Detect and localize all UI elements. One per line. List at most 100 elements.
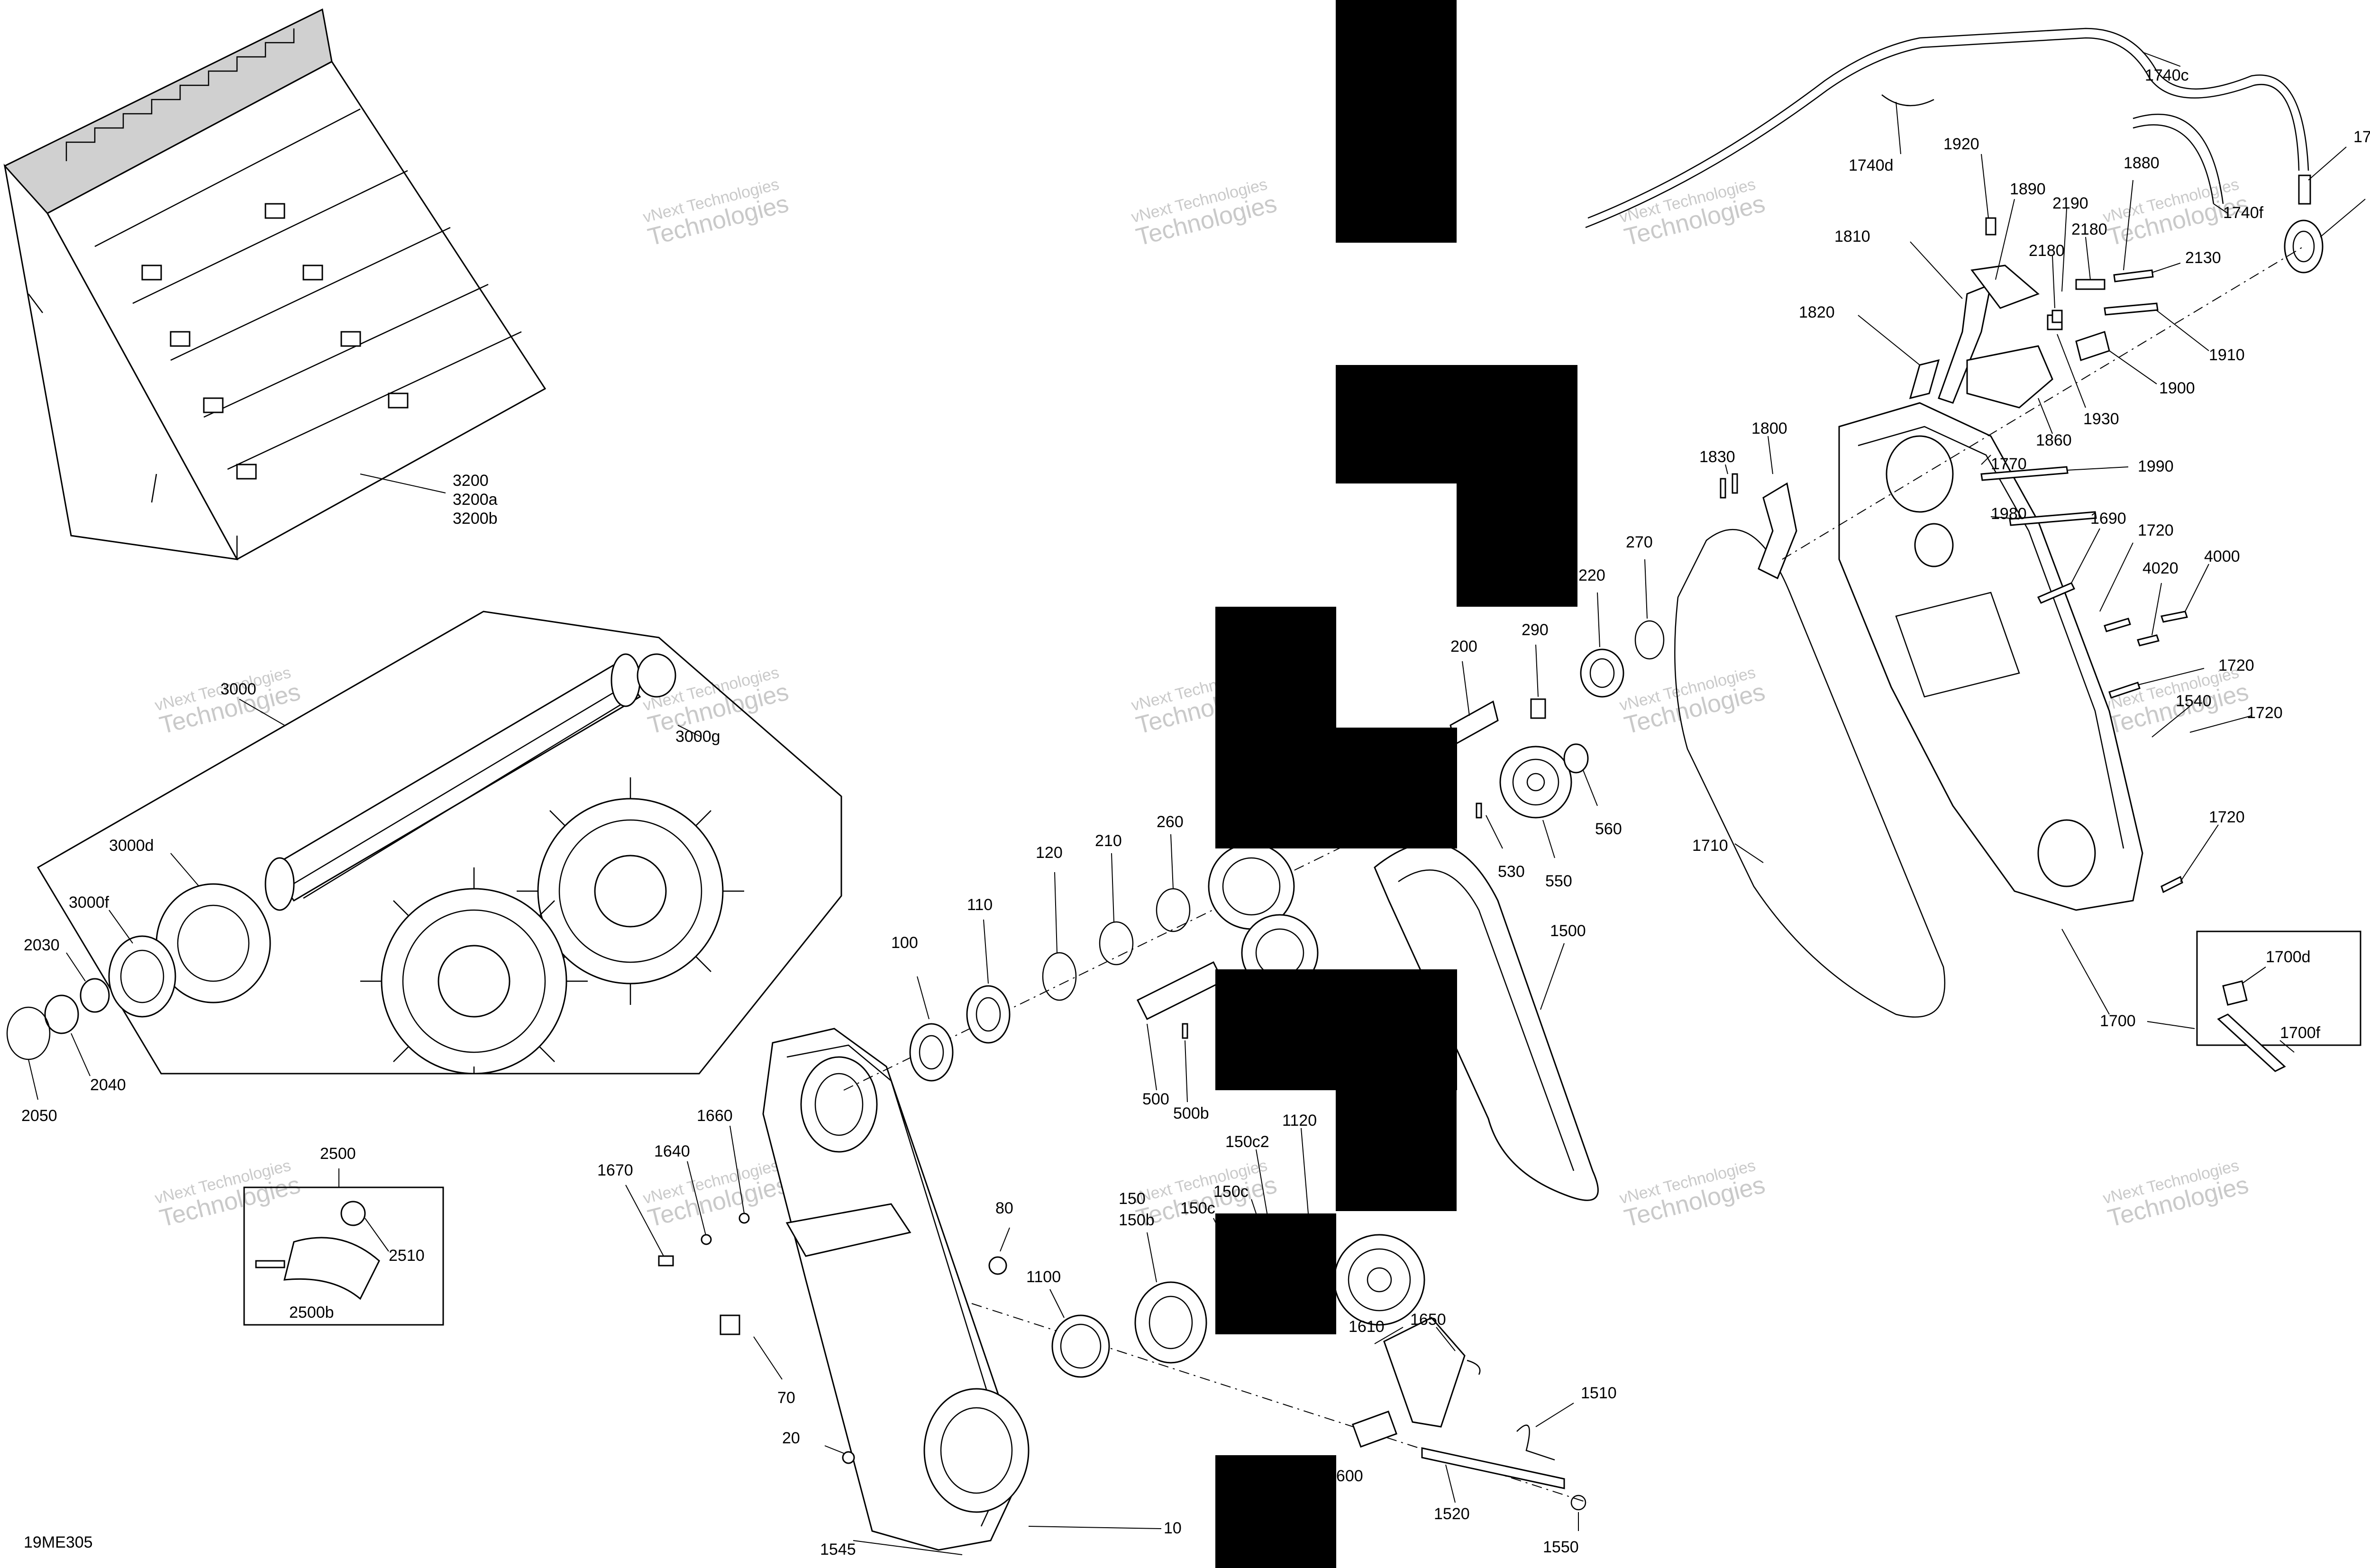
callout-20: 20 bbox=[782, 1429, 800, 1447]
callout-2180a: 2180 bbox=[2071, 220, 2107, 238]
fork-1800 bbox=[1758, 482, 1797, 580]
key-530 bbox=[1476, 802, 1482, 819]
bolt-2130 bbox=[2113, 269, 2154, 283]
kit-2510-nut bbox=[340, 1201, 366, 1226]
bearing-110 bbox=[966, 985, 1011, 1044]
shaft-200 bbox=[1449, 700, 1499, 746]
callout-1100: 1100 bbox=[1026, 1268, 1061, 1286]
callout-2190: 2190 bbox=[2052, 194, 2088, 212]
upper-sprocket-550 bbox=[1499, 746, 1572, 819]
callout-200: 200 bbox=[1450, 638, 1477, 656]
screw-1910 bbox=[2104, 302, 2159, 316]
callout-500b: 500b bbox=[1173, 1104, 1209, 1122]
bolt-20 bbox=[842, 1451, 855, 1464]
callout-560: 560 bbox=[1595, 820, 1622, 838]
fitting-1700d bbox=[2222, 980, 2248, 1006]
callout-3200a: 3200a bbox=[453, 491, 498, 509]
callout-1700f: 1700f bbox=[2280, 1024, 2321, 1042]
housing-upper-bore bbox=[800, 1056, 878, 1153]
callout-1720b: 1720 bbox=[2218, 656, 2254, 675]
screw-1670 bbox=[658, 1255, 674, 1267]
callout-70: 70 bbox=[777, 1389, 795, 1407]
axle-lock-nut bbox=[44, 994, 79, 1034]
callout-290: 290 bbox=[1522, 621, 1549, 639]
callout-3000f: 3000f bbox=[69, 893, 109, 912]
hose-1740c bbox=[1587, 27, 2309, 219]
circlip-270 bbox=[1634, 620, 1665, 660]
callout-3000: 3000 bbox=[220, 680, 256, 698]
callout-220: 220 bbox=[1578, 566, 1605, 584]
callout-4000: 4000 bbox=[2204, 547, 2240, 565]
sprocket-lower bbox=[1333, 1234, 1425, 1326]
callout-1740b: 1740b bbox=[2353, 128, 2370, 146]
washer-560 bbox=[1563, 743, 1589, 774]
chaincase-outer-cover-1700 bbox=[1838, 402, 2143, 911]
clip-1650 bbox=[1467, 1359, 1481, 1375]
callout-3200: 3200 bbox=[453, 472, 489, 490]
callout-2030: 2030 bbox=[24, 936, 60, 954]
ring-1550 bbox=[1570, 1495, 1586, 1511]
callout-1990: 1990 bbox=[2138, 457, 2174, 475]
callout-1800: 1800 bbox=[1751, 419, 1787, 438]
shift-axis bbox=[1782, 246, 2304, 560]
callout-1520: 1520 bbox=[1434, 1505, 1470, 1523]
axle-ring bbox=[80, 978, 110, 1013]
callout-1640: 1640 bbox=[654, 1142, 690, 1160]
callout-1810: 1810 bbox=[1834, 228, 1870, 246]
screw-1920 bbox=[1985, 217, 1996, 236]
callout-1720d: 1720 bbox=[2209, 808, 2245, 826]
circlip-120 bbox=[1042, 952, 1077, 1001]
tensioner-block-1610 bbox=[1383, 1317, 1466, 1428]
callout-3000g: 3000g bbox=[675, 728, 720, 746]
callout-2040: 2040 bbox=[90, 1076, 126, 1094]
callout-2050: 2050 bbox=[21, 1107, 57, 1125]
callout-2130: 2130 bbox=[2185, 249, 2221, 267]
callout-1820: 1820 bbox=[1799, 303, 1835, 321]
callout-1740d: 1740d bbox=[1849, 156, 1894, 174]
callout-1550: 1550 bbox=[1543, 1538, 1579, 1556]
callout-1700d: 1700d bbox=[2266, 948, 2311, 966]
tensioner-rod-1520 bbox=[1421, 1447, 1565, 1489]
kit-2500-bolt bbox=[255, 1260, 285, 1268]
pin-1830 bbox=[1720, 478, 1726, 499]
callout-1880: 1880 bbox=[2124, 154, 2160, 172]
callout-1980: 1980 bbox=[1991, 505, 2027, 523]
callout-1860: 1860 bbox=[2036, 431, 2072, 449]
bolt-1690 bbox=[2037, 582, 2076, 604]
hose-1740f bbox=[2133, 113, 2224, 204]
callout-100: 100 bbox=[891, 934, 918, 952]
drive-axle-group-outline bbox=[36, 611, 842, 1075]
lever-1820 bbox=[1909, 359, 1940, 400]
callout-210: 210 bbox=[1095, 832, 1122, 850]
kit-2500-bracket bbox=[283, 1237, 380, 1300]
spacer-2180a bbox=[2075, 279, 2106, 290]
callout-110: 110 bbox=[967, 896, 993, 914]
callout-150c: 150c bbox=[1213, 1183, 1249, 1201]
callout-1930: 1930 bbox=[2083, 410, 2119, 428]
callout-120: 120 bbox=[1036, 844, 1063, 862]
axle-circlip bbox=[6, 1006, 51, 1060]
bearing-100 bbox=[909, 1023, 954, 1082]
callout-1830: 1830 bbox=[1699, 448, 1735, 466]
nut-80 bbox=[988, 1256, 1007, 1275]
callout-150d: 150c bbox=[1180, 1199, 1215, 1217]
ring-210 bbox=[1099, 921, 1134, 966]
callout-1700: 1700 bbox=[2100, 1012, 2136, 1030]
track-lugs bbox=[94, 108, 522, 470]
callout-1740f: 1740f bbox=[2223, 204, 2264, 222]
washer-1660 bbox=[738, 1212, 750, 1224]
callout-3000d: 3000d bbox=[109, 837, 154, 855]
callout-10: 10 bbox=[1164, 1519, 1182, 1537]
callout-550: 550 bbox=[1545, 872, 1572, 890]
callout-1710: 1710 bbox=[1692, 837, 1728, 855]
callout-1540: 1540 bbox=[2176, 692, 2212, 710]
callout-260: 260 bbox=[1157, 813, 1184, 831]
track-edge-teeth bbox=[65, 28, 295, 161]
bolt-70 bbox=[720, 1314, 740, 1335]
callout-500: 500 bbox=[1142, 1090, 1169, 1108]
drive-sprocket-left bbox=[360, 867, 588, 1075]
screw-4020 bbox=[2137, 634, 2160, 647]
track-section bbox=[3, 8, 547, 561]
callout-3200b: 3200b bbox=[453, 510, 498, 528]
